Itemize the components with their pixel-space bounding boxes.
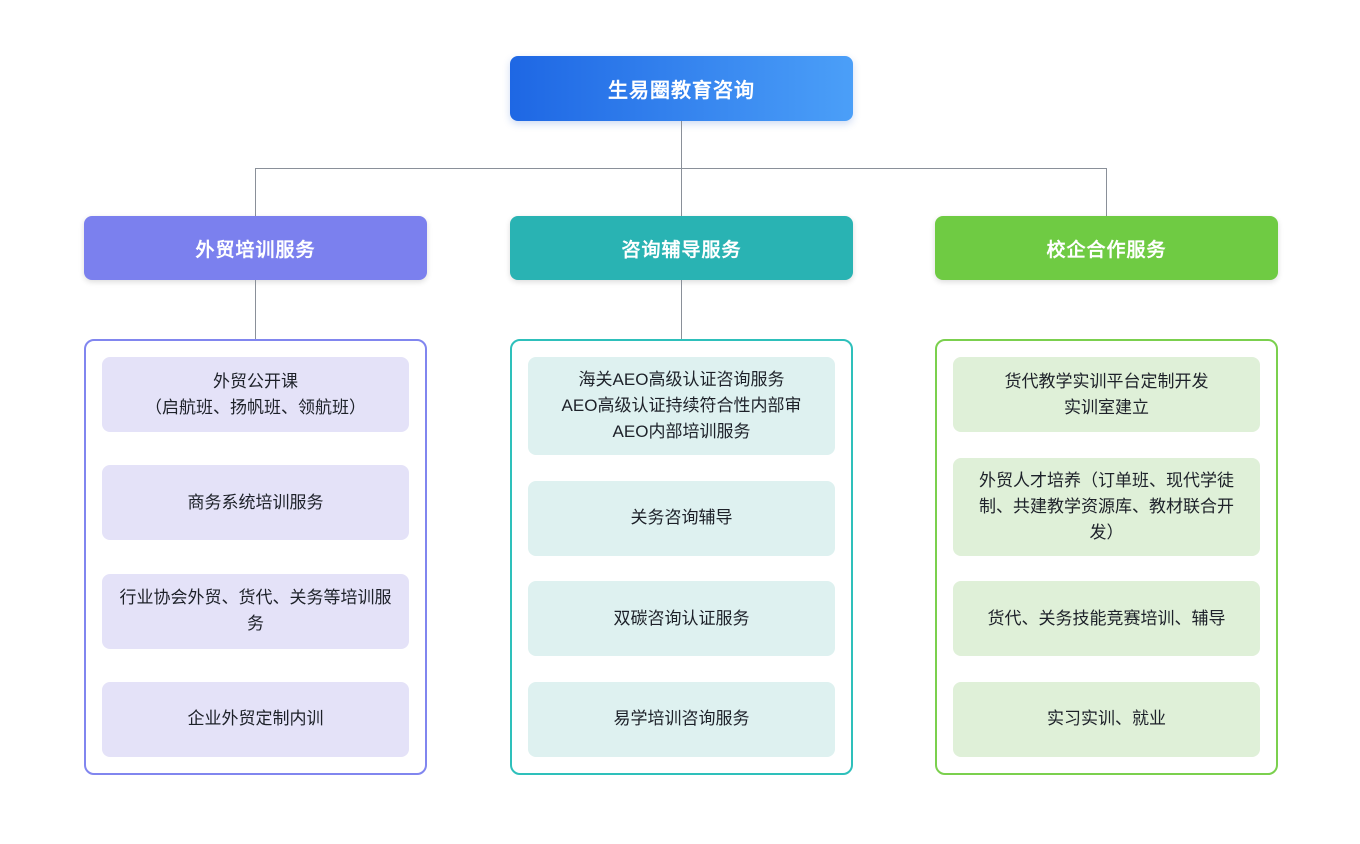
branch-header-consulting-coaching: 咨询辅导服务 bbox=[510, 216, 853, 280]
item-text: （启航班、扬帆班、领航班） bbox=[145, 397, 366, 417]
branch-connector bbox=[510, 280, 853, 339]
connector-header-to-container bbox=[255, 280, 256, 339]
branch-column-school-enterprise: 校企合作服务 货代教学实训平台定制开发实训室建立外贸人才培养（订单班、现代学徒制… bbox=[935, 216, 1278, 775]
item-text: 外贸人才培养（订单班、现代学徒制、共建教学资源库、教材联合开发） bbox=[979, 470, 1234, 542]
branch-column-trade-training: 外贸培训服务 外贸公开课 （启航班、扬帆班、领航班） 商务系统培训服务行业协会外贸、… bbox=[84, 216, 427, 775]
connector-drop-middle bbox=[681, 168, 682, 216]
branch-item: 外贸人才培养（订单班、现代学徒制、共建教学资源库、教材联合开发） bbox=[953, 457, 1260, 556]
item-text: AEO高级认证持续符合性内部审 bbox=[561, 396, 802, 415]
branch-item: 关务咨询辅导 bbox=[528, 480, 835, 556]
item-text: 海关AEO高级认证咨询服务 bbox=[578, 370, 785, 389]
item-text: 行业协会外贸、货代、关务等培训服务 bbox=[119, 588, 392, 634]
item-text: 商务系统培训服务 bbox=[187, 492, 324, 512]
root-node: 生易圈教育咨询 bbox=[510, 56, 853, 121]
item-text: 企业外贸定制内训 bbox=[187, 709, 324, 729]
branch-connector bbox=[84, 280, 427, 339]
item-text: 外贸公开课 bbox=[213, 371, 298, 391]
connector-root-vertical bbox=[681, 121, 682, 168]
item-text: 双碳咨询认证服务 bbox=[613, 608, 750, 628]
branch-header-trade-training: 外贸培训服务 bbox=[84, 216, 427, 280]
branch-connector bbox=[935, 280, 1278, 339]
branch-item: 行业协会外贸、货代、关务等培训服务 bbox=[102, 573, 409, 649]
item-text: 实习实训、就业 bbox=[1047, 709, 1166, 729]
item-text: 易学培训咨询服务 bbox=[613, 709, 750, 729]
branch-container-school-enterprise: 货代教学实训平台定制开发实训室建立外贸人才培养（订单班、现代学徒制、共建教学资源… bbox=[935, 339, 1278, 775]
branch-item: 海关AEO高级认证咨询服务 AEO高级认证持续符合性内部审 AEO内部培训服务 bbox=[528, 357, 835, 455]
branch-column-consulting-coaching: 咨询辅导服务 海关AEO高级认证咨询服务 AEO高级认证持续符合性内部审 AEO内部… bbox=[510, 216, 853, 775]
branch-header-school-enterprise: 校企合作服务 bbox=[935, 216, 1278, 280]
branch-container-trade-training: 外贸公开课 （启航班、扬帆班、领航班） 商务系统培训服务行业协会外贸、货代、关务等培… bbox=[84, 339, 427, 775]
branch-item: 实习实训、就业 bbox=[953, 681, 1260, 757]
branch-item: 双碳咨询认证服务 bbox=[528, 581, 835, 657]
branch-container-consulting-coaching: 海关AEO高级认证咨询服务 AEO高级认证持续符合性内部审 AEO内部培训服务关务咨… bbox=[510, 339, 853, 775]
branch-item: 货代、关务技能竞赛培训、辅导 bbox=[953, 581, 1260, 657]
connector-drop-left bbox=[255, 168, 256, 216]
item-text: 货代教学实训平台定制开发 bbox=[1004, 371, 1209, 391]
item-text: AEO内部培训服务 bbox=[612, 422, 751, 441]
item-text: 货代、关务技能竞赛培训、辅导 bbox=[987, 608, 1226, 628]
item-text: 实训室建立 bbox=[1064, 397, 1149, 417]
branch-item: 货代教学实训平台定制开发实训室建立 bbox=[953, 357, 1260, 432]
item-text: 关务咨询辅导 bbox=[630, 508, 733, 528]
branch-item: 商务系统培训服务 bbox=[102, 465, 409, 541]
branch-item: 易学培训咨询服务 bbox=[528, 681, 835, 757]
connector-header-to-container bbox=[681, 280, 682, 339]
branch-item: 外贸公开课 （启航班、扬帆班、领航班） bbox=[102, 357, 409, 432]
branch-item: 企业外贸定制内训 bbox=[102, 681, 409, 757]
connector-drop-right bbox=[1106, 168, 1107, 216]
